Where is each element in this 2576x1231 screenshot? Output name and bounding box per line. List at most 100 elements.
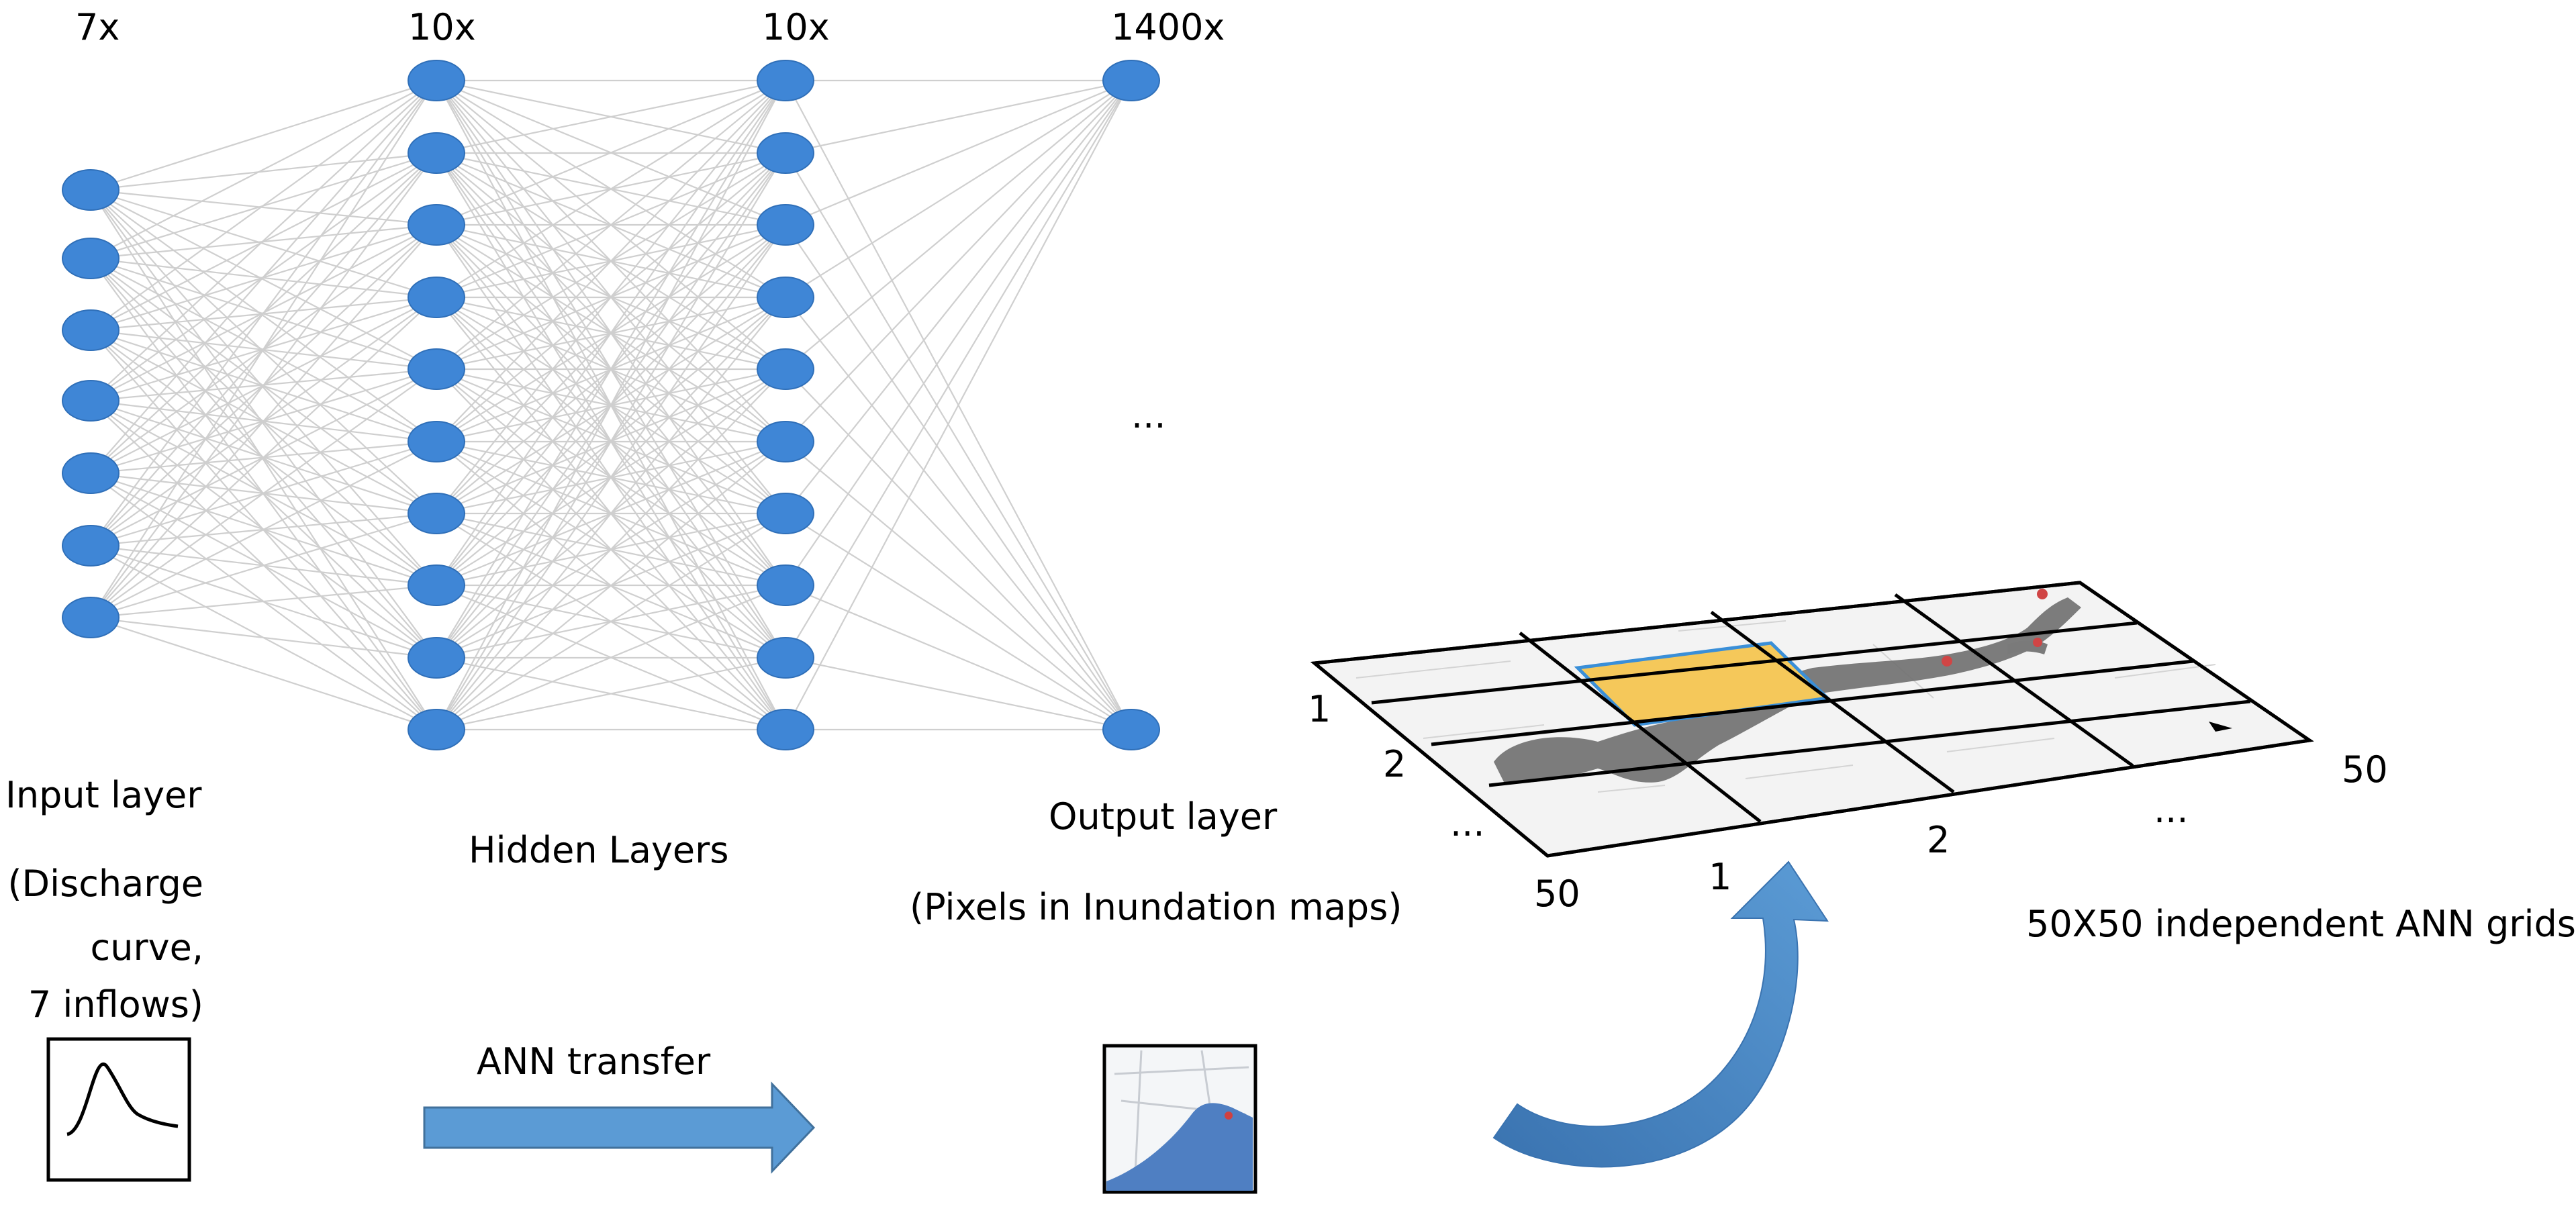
- connection-line: [90, 189, 437, 370]
- connection-line: [785, 80, 1132, 442]
- neuron-node: [62, 309, 120, 351]
- connection-line: [436, 152, 786, 730]
- neuron-node: [757, 637, 814, 679]
- neuron-node: [62, 238, 120, 279]
- connection-line: [90, 80, 437, 618]
- connection-line: [90, 152, 437, 191]
- connection-line: [90, 297, 437, 618]
- connection-line: [90, 441, 437, 618]
- neuron-node: [408, 709, 465, 750]
- neuron-node: [757, 60, 814, 101]
- connection-line: [436, 80, 786, 658]
- inundation-map-thumbnail: [1102, 1044, 1257, 1194]
- neuron-node: [408, 348, 465, 390]
- grid-bottom-axis-1: 1: [1709, 856, 1732, 898]
- grid-left-axis-50: 50: [1534, 873, 1580, 915]
- ann-transfer-arrow: [423, 1081, 816, 1174]
- connection-line: [436, 80, 786, 730]
- output-layer-count: 1400x: [1111, 6, 1225, 48]
- connection-line: [436, 80, 786, 298]
- connection-line: [90, 189, 437, 226]
- connection-line: [90, 80, 437, 259]
- neuron-node: [408, 60, 465, 101]
- neuron-node: [408, 493, 465, 534]
- connection-line: [90, 512, 437, 619]
- connection-line: [90, 79, 437, 191]
- neuron-node: [1102, 709, 1160, 750]
- neuron-node: [1102, 60, 1160, 101]
- neuron-node: [757, 421, 814, 462]
- connection-line: [785, 656, 1132, 731]
- connection-line: [785, 368, 1132, 730]
- connection-line: [785, 152, 1132, 730]
- neuron-node: [757, 348, 814, 390]
- ann-transfer-label: ANN transfer: [477, 1040, 711, 1083]
- connection-line: [436, 79, 786, 226]
- connection-line: [90, 152, 437, 618]
- connection-line: [90, 189, 437, 730]
- connection-line: [90, 189, 437, 442]
- connection-line: [436, 80, 786, 514]
- connection-line: [436, 80, 786, 442]
- connection-line: [90, 80, 437, 331]
- neuron-node: [757, 132, 814, 174]
- connection-line: [785, 79, 1132, 154]
- connection-line: [436, 513, 786, 730]
- connection-line: [785, 79, 1132, 226]
- neuron-node: [408, 132, 465, 174]
- connection-line: [436, 441, 786, 730]
- output-ellipsis: ...: [1131, 394, 1166, 436]
- neuron-node: [62, 525, 120, 567]
- connection-line: [436, 79, 786, 154]
- connection-line: [90, 80, 437, 401]
- connection-line: [785, 224, 1132, 730]
- discharge-curve-thumbnail: [46, 1037, 191, 1182]
- connection-line: [436, 297, 786, 730]
- connection-line: [436, 80, 786, 370]
- connection-line: [785, 80, 1132, 298]
- connection-line: [436, 224, 786, 730]
- input-desc-line-2: curve,: [90, 926, 203, 969]
- neuron-node: [408, 637, 465, 679]
- connection-line: [90, 616, 437, 731]
- neuron-node: [408, 564, 465, 606]
- ann-diagram: [46, 60, 2314, 1194]
- connection-line: [785, 80, 1132, 658]
- neuron-node: [408, 204, 465, 246]
- neuron-node: [757, 709, 814, 750]
- grid-bottom-axis-ellipsis: ...: [2154, 789, 2189, 831]
- connection-line: [785, 441, 1132, 730]
- ann-grid-map: [1310, 581, 2314, 858]
- neuron-node: [757, 564, 814, 606]
- neuron-node: [62, 597, 120, 638]
- output-layer-label: Output layer: [1049, 795, 1278, 838]
- grid-left-axis-1: 1: [1308, 688, 1331, 730]
- connection-line: [785, 80, 1132, 514]
- input-layer-count: 7x: [75, 6, 120, 48]
- connection-line: [90, 224, 437, 618]
- connection-line: [785, 80, 1132, 370]
- connection-line: [90, 80, 437, 546]
- input-layer-label: Input layer: [5, 774, 202, 816]
- connection-line: [436, 368, 786, 730]
- neuron-node: [62, 169, 120, 211]
- grid-left-axis-2: 2: [1383, 743, 1406, 785]
- hidden-layer-2-count: 10x: [762, 6, 830, 48]
- input-desc-line-1: (Discharge: [7, 863, 203, 905]
- connection-line: [90, 189, 437, 658]
- hidden-layer-1-count: 10x: [408, 6, 476, 48]
- neuron-node: [757, 277, 814, 318]
- connection-line: [90, 152, 437, 331]
- neuron-node: [408, 421, 465, 462]
- connection-line: [785, 513, 1132, 730]
- grid-right-label: 50: [2342, 748, 2388, 791]
- connection-line: [90, 189, 437, 299]
- output-layer-desc: (Pixels in Inundation maps): [910, 886, 1402, 928]
- connection-line: [785, 80, 1132, 730]
- neuron-node: [62, 380, 120, 422]
- neuron-node: [62, 452, 120, 494]
- hidden-layers-label: Hidden Layers: [469, 829, 729, 871]
- grid-bottom-axis-2: 2: [1927, 819, 1950, 861]
- connection-line: [785, 297, 1132, 730]
- connection-line: [785, 80, 1132, 586]
